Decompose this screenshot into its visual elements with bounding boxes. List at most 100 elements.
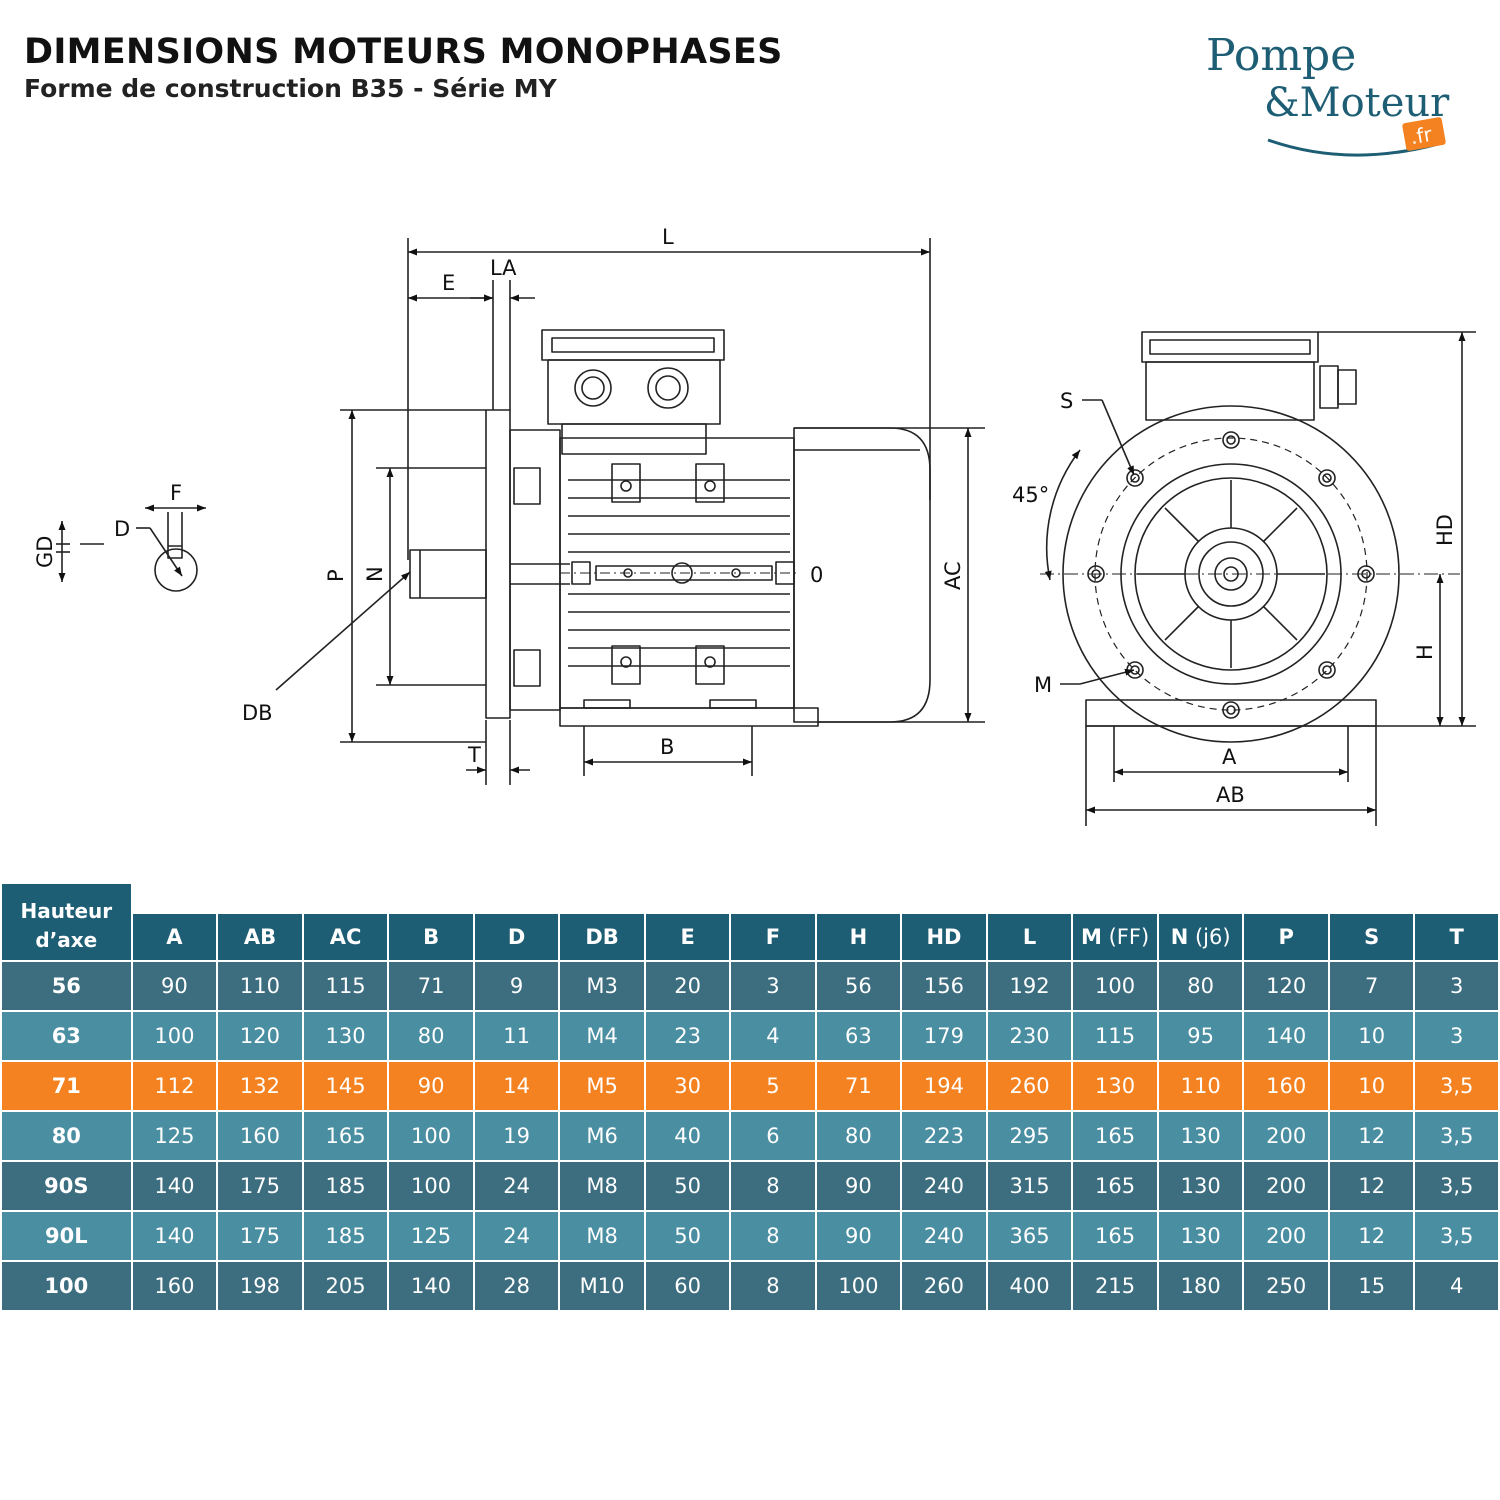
table-cell: 120	[216, 1010, 304, 1062]
table-cell: 125	[130, 1110, 219, 1162]
table-cell: M4	[558, 1010, 646, 1062]
column-header-n: N (j6)	[1156, 912, 1245, 962]
label-N: N	[363, 566, 387, 582]
column-header-e: E	[643, 912, 732, 962]
logo-line2: &Moteur	[1264, 80, 1450, 126]
table-cell: 250	[1242, 1260, 1330, 1312]
table-cell: 3,5	[1413, 1060, 1500, 1112]
table-cell: 80	[814, 1110, 903, 1162]
label-E: E	[442, 271, 455, 295]
column-header-label: P	[1278, 925, 1294, 949]
column-header-unit: (j6)	[1188, 925, 1231, 949]
table-cell: 8	[729, 1260, 817, 1312]
table-cell: 165	[1071, 1110, 1159, 1162]
table-cell: 160	[1242, 1060, 1330, 1112]
table-cell: 12	[1327, 1160, 1416, 1212]
table-cell: 185	[301, 1160, 390, 1212]
table-cell: 90	[814, 1160, 903, 1212]
row-axis-height: 100	[0, 1260, 133, 1312]
table-cell: 156	[900, 960, 988, 1012]
column-header-unit: (FF)	[1101, 925, 1150, 949]
table-cell: 140	[130, 1210, 219, 1262]
label-F: F	[170, 481, 182, 505]
table-cell: 130	[1071, 1060, 1159, 1112]
table-cell: 9	[472, 960, 561, 1012]
table-cell: 112	[130, 1060, 219, 1112]
table-cell: 160	[130, 1260, 219, 1312]
table-cell: 8	[729, 1210, 817, 1262]
table-cell: 90	[130, 960, 219, 1012]
table-cell: 3,5	[1413, 1210, 1500, 1262]
table-cell: 4	[1413, 1260, 1500, 1312]
label-B: B	[660, 735, 674, 759]
table-cell: 130	[1156, 1110, 1245, 1162]
table-cell: 28	[472, 1260, 561, 1312]
table-cell: 185	[301, 1210, 390, 1262]
column-header-f: F	[729, 912, 817, 962]
table-cell: 5	[729, 1060, 817, 1112]
row-axis-height: 63	[0, 1010, 133, 1062]
label-AB: AB	[1216, 783, 1245, 807]
column-header-a: A	[130, 912, 219, 962]
table-cell: 3	[1413, 960, 1500, 1012]
table-cell: 3,5	[1413, 1160, 1500, 1212]
table-cell: 140	[387, 1260, 475, 1312]
column-header-label: AB	[243, 925, 277, 949]
table-cell: 365	[985, 1210, 1074, 1262]
column-header-label: N	[1170, 925, 1189, 949]
table-cell: M8	[558, 1210, 646, 1262]
table-cell: 198	[216, 1260, 304, 1312]
logo-line1: Pompe	[1206, 30, 1356, 81]
table-cell: 3,5	[1413, 1110, 1500, 1162]
column-header-label: F	[765, 925, 781, 949]
column-header-label: DB	[585, 925, 619, 949]
row-axis-height: 56	[0, 960, 133, 1012]
table-cell: 90	[814, 1210, 903, 1262]
label-H: H	[1413, 644, 1437, 660]
table-cell: 260	[900, 1260, 988, 1312]
table-cell: 260	[985, 1060, 1074, 1112]
table-cell: 10	[1327, 1010, 1416, 1062]
column-header-d: D	[472, 912, 561, 962]
column-header-h: H	[814, 912, 903, 962]
label-S: S	[1060, 389, 1073, 413]
label-GD: GD	[33, 536, 57, 568]
table-cell: 100	[814, 1260, 903, 1312]
table-cell: 12	[1327, 1110, 1416, 1162]
row-axis-height: 71	[0, 1060, 133, 1112]
label-A: A	[1222, 745, 1237, 769]
label-HD: HD	[1433, 514, 1457, 546]
column-header-t: T	[1413, 912, 1500, 962]
table-cell: 230	[985, 1010, 1074, 1062]
motor-front-view	[1040, 331, 1476, 826]
column-header-b: B	[387, 912, 475, 962]
table-cell: 175	[216, 1210, 304, 1262]
table-cell: 240	[900, 1210, 988, 1262]
table-cell: 63	[814, 1010, 903, 1062]
table-cell: 90	[387, 1060, 475, 1112]
table-cell: 12	[1327, 1210, 1416, 1262]
column-header-label: B	[423, 925, 440, 949]
table-cell: 160	[216, 1110, 304, 1162]
motor-side-view	[275, 238, 985, 785]
table-cell: 3	[729, 960, 817, 1012]
label-AC: AC	[941, 561, 965, 590]
column-header-label: T	[1449, 925, 1464, 949]
label-angle: 45°	[1012, 483, 1049, 507]
table-cell: 140	[1242, 1010, 1330, 1062]
table-cell: 165	[1071, 1210, 1159, 1262]
table-cell: 223	[900, 1110, 988, 1162]
table-cell: 15	[1327, 1260, 1416, 1312]
table-cell: 50	[643, 1160, 732, 1212]
table-cell: 100	[1071, 960, 1159, 1012]
table-cell: 40	[643, 1110, 732, 1162]
table-cell: 20	[643, 960, 732, 1012]
column-header-label: A	[166, 925, 183, 949]
column-header-s: S	[1327, 912, 1416, 962]
table-cell: 6	[729, 1110, 817, 1162]
row-axis-height: 90L	[0, 1210, 133, 1262]
